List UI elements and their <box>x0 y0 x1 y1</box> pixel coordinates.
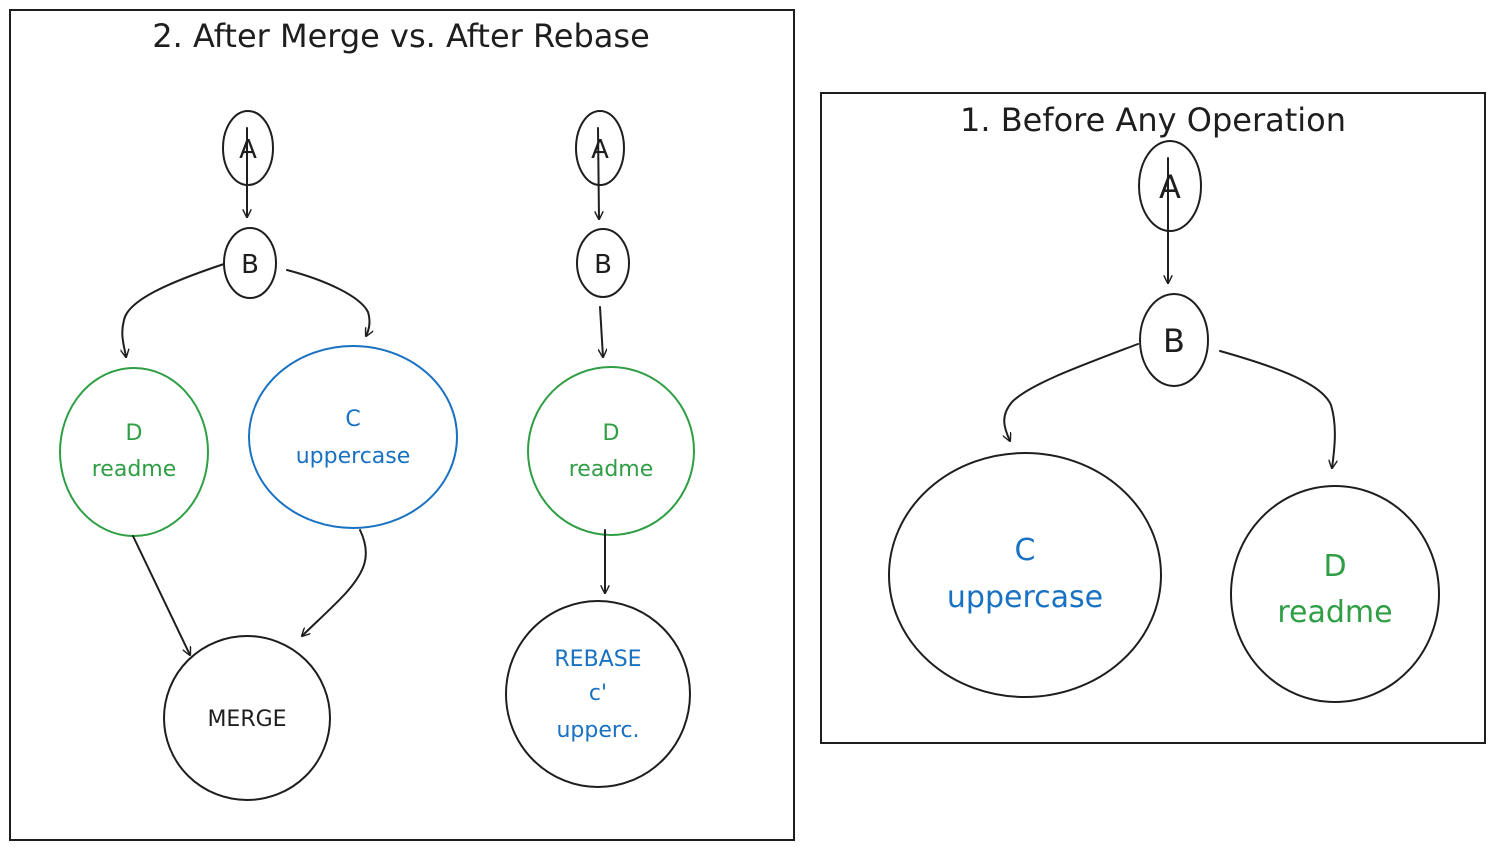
commit-d-readme-before <box>1230 485 1440 703</box>
commit-d-readme-merge-side <box>59 367 209 537</box>
panel-title-after: 2. After Merge vs. After Rebase <box>152 17 650 55</box>
commit-b-label: B <box>594 250 612 280</box>
commit-d-desc: readme <box>1277 595 1392 630</box>
commit-b-before <box>1139 293 1209 387</box>
edge-a-to-b-rebase <box>598 127 599 220</box>
edge-b-to-d-before <box>1219 350 1335 468</box>
commit-b-merge-side <box>223 227 277 299</box>
commit-d-desc: readme <box>569 457 654 482</box>
commit-a-label: A <box>239 135 257 165</box>
commit-b-label: B <box>1163 322 1185 360</box>
merge-commit <box>163 635 331 801</box>
edge-b-to-d-merge <box>122 263 225 357</box>
panel-before-any-operation <box>820 92 1486 744</box>
edge-b-to-c-before <box>1004 343 1139 441</box>
commit-a-rebase-side <box>575 110 625 186</box>
commit-d-label: D <box>603 421 620 446</box>
commit-d-label: D <box>1323 549 1346 584</box>
commit-d-desc: readme <box>92 457 177 482</box>
edge-b-to-d-rebase <box>600 306 603 357</box>
edge-b-to-c-merge <box>286 269 369 336</box>
rebased-commit-c-prime <box>505 600 691 788</box>
commit-c-uppercase-merge-side <box>248 345 458 529</box>
merge-commit-label: MERGE <box>207 707 286 732</box>
commit-a-label: A <box>591 135 609 165</box>
commit-c-uppercase-before <box>888 452 1162 698</box>
edge-d-to-merge <box>132 535 190 655</box>
commit-d-label: D <box>126 421 143 446</box>
rebase-label: REBASE <box>554 647 641 672</box>
commit-c-desc: uppercase <box>947 580 1103 615</box>
panel-after-merge-vs-rebase <box>9 9 795 841</box>
commit-d-readme-rebase-side <box>527 366 695 536</box>
panel-title-before: 1. Before Any Operation <box>960 101 1346 139</box>
commit-c-desc: uppercase <box>296 444 411 469</box>
commit-c-label: C <box>1015 533 1036 568</box>
commit-a-label: A <box>1159 168 1181 206</box>
rebase-commit-desc: upperc. <box>556 718 639 743</box>
commit-c-label: C <box>345 407 360 432</box>
edge-c-to-merge <box>302 529 367 636</box>
rebase-commit-id: c' <box>589 681 607 706</box>
commit-a-before <box>1138 140 1202 232</box>
commit-b-rebase-side <box>576 228 630 298</box>
commit-b-label: B <box>241 250 259 280</box>
